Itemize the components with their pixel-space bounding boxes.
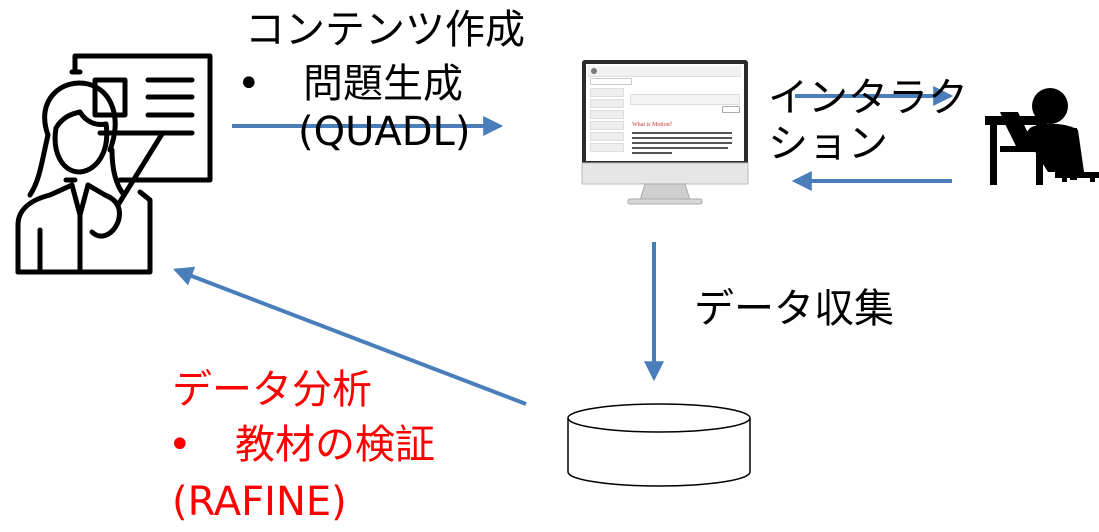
screen-sidebar: [590, 88, 624, 158]
data-analysis-bullet: •: [168, 422, 192, 468]
screen-progress-bar: [630, 94, 740, 105]
arrow-database-to-teacher: [173, 266, 527, 406]
screen-sidebar-item: [590, 99, 624, 108]
data-analysis-item: 教材の検証: [235, 422, 435, 468]
person-at-laptop-icon: [985, 88, 1099, 185]
screen-logo-icon: [591, 68, 597, 74]
screen-sidebar-item: [590, 143, 624, 152]
screen-heading: What is Motion?: [632, 122, 673, 128]
screen-text-line: [632, 137, 732, 139]
screen-button: [722, 106, 740, 113]
interaction-label-line1: インタラク: [768, 75, 968, 121]
screen-top-bar: [588, 66, 741, 77]
data-analysis-title: データ分析: [172, 367, 372, 413]
content-creation-title: コンテンツ作成: [245, 7, 525, 53]
content-creation-bullet: •: [237, 61, 261, 107]
data-collection-label: データ収集: [694, 286, 894, 332]
data-analysis-tool: (RAFINE): [172, 479, 347, 525]
interaction-label-line2: ション: [768, 121, 888, 167]
screen-sidebar-item: [590, 88, 624, 97]
screen-text-line: [632, 132, 732, 134]
screen-sidebar-item: [590, 132, 624, 141]
screen-sidebar-item: [590, 121, 624, 130]
content-creation-item: 問題生成: [303, 61, 463, 107]
teacher-presenting-icon: [15, 53, 213, 275]
screen-text-line: [632, 147, 728, 149]
screen-search-box: [590, 78, 632, 85]
content-creation-tool: (QUADL): [298, 109, 471, 155]
screen-sidebar-item: [590, 110, 624, 119]
monitor-screen: What is Motion?: [588, 66, 741, 159]
screen-text-line: [632, 152, 672, 154]
screen-text-line: [632, 142, 732, 144]
database-cylinder-icon: [567, 403, 751, 487]
